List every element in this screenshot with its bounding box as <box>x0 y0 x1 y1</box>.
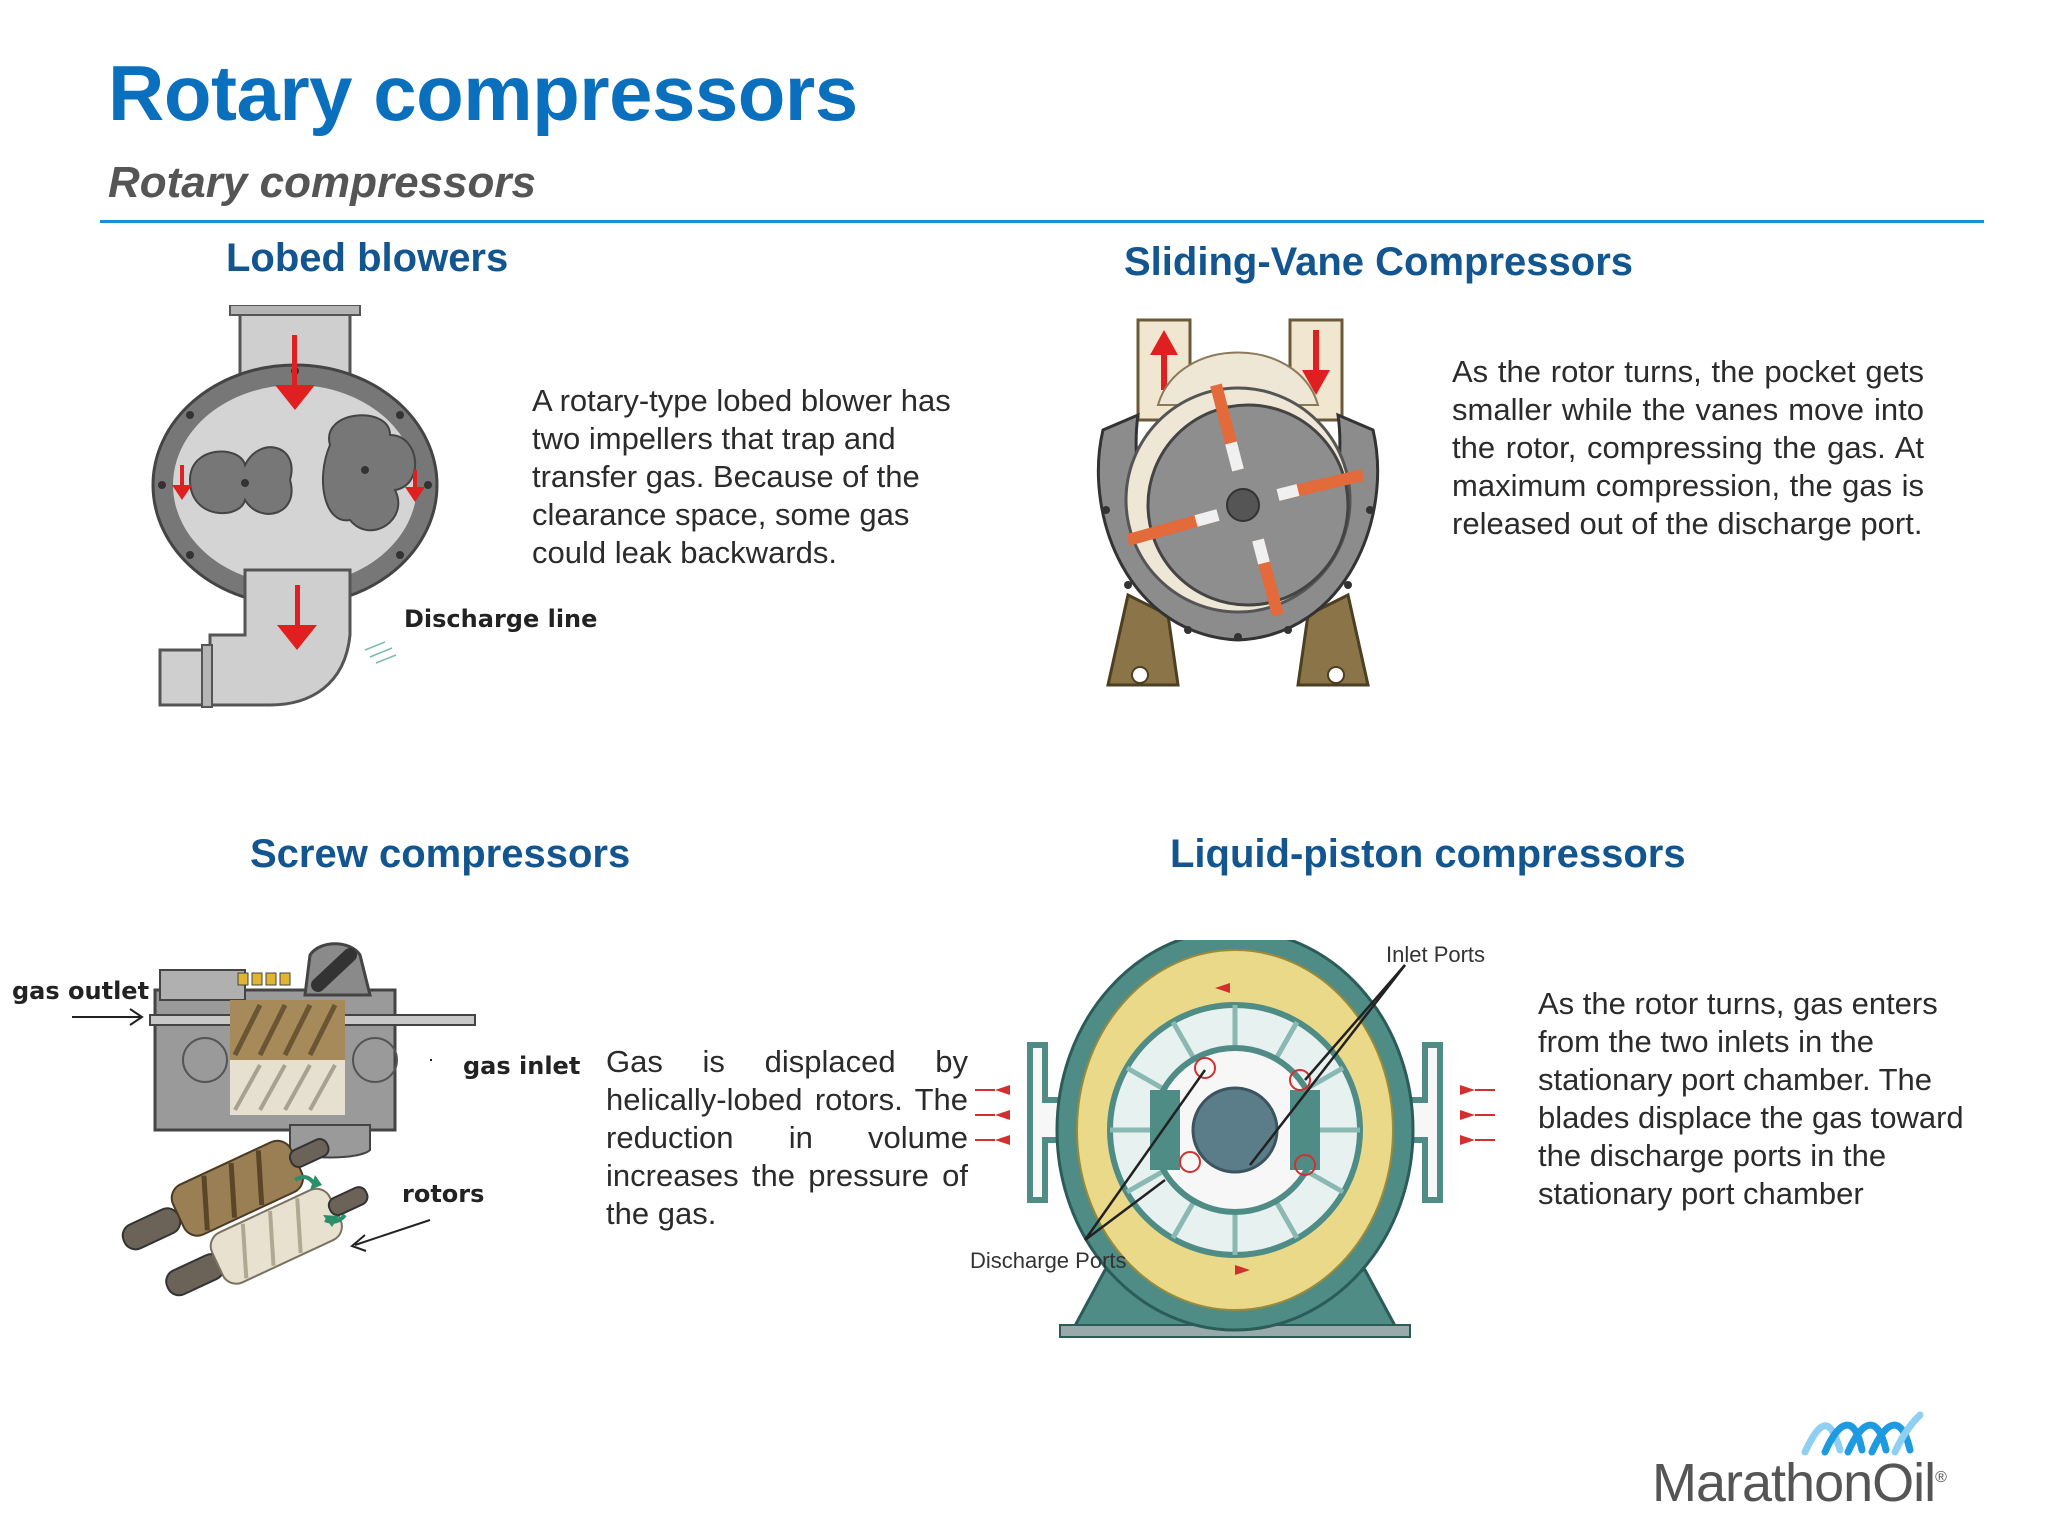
liquid-piston-description: As the rotor turns, gas enters from the … <box>1538 986 1964 1211</box>
sliding-vane-description: As the rotor turns, the pocket gets smal… <box>1452 354 1924 541</box>
sliding-vane-heading: Sliding-Vane Compressors <box>1124 240 1634 284</box>
page-subtitle: Rotary compressors <box>108 158 536 207</box>
rotors-label: rotors <box>402 1180 485 1208</box>
screw-compressors-description: Gas is displaced by helically-lobed roto… <box>606 1044 968 1231</box>
logo-wordmark: MarathonOil <box>1652 1453 1936 1513</box>
gas-inlet-label: gas inlet <box>463 1052 581 1080</box>
gas-outlet-label: gas outlet <box>12 977 150 1005</box>
lobed-blower-diagram <box>151 305 439 708</box>
inlet-ports-label: Inlet Ports <box>1386 942 1486 967</box>
screw-compressors-heading: Screw compressors <box>250 832 631 876</box>
marathon-oil-logo: MarathonOil® <box>1652 1452 1947 1514</box>
lobed-blowers-heading: Lobed blowers <box>226 236 509 280</box>
marathon-oil-wave-icon <box>1801 1411 1924 1456</box>
header-divider <box>100 220 1984 223</box>
registered-mark: ® <box>1935 1469 1947 1486</box>
lobed-blowers-description: A rotary-type lobed blower has two impel… <box>532 383 951 570</box>
discharge-line-label: Discharge line <box>404 605 598 633</box>
page-title: Rotary compressors <box>108 49 858 137</box>
liquid-piston-diagram <box>975 940 1495 1338</box>
screw-compressor-diagram <box>72 942 476 1297</box>
sliding-vane-diagram <box>1096 318 1380 687</box>
discharge-ports-label: Discharge Ports <box>970 1248 1127 1273</box>
liquid-piston-heading: Liquid-piston compressors <box>1170 832 1686 876</box>
